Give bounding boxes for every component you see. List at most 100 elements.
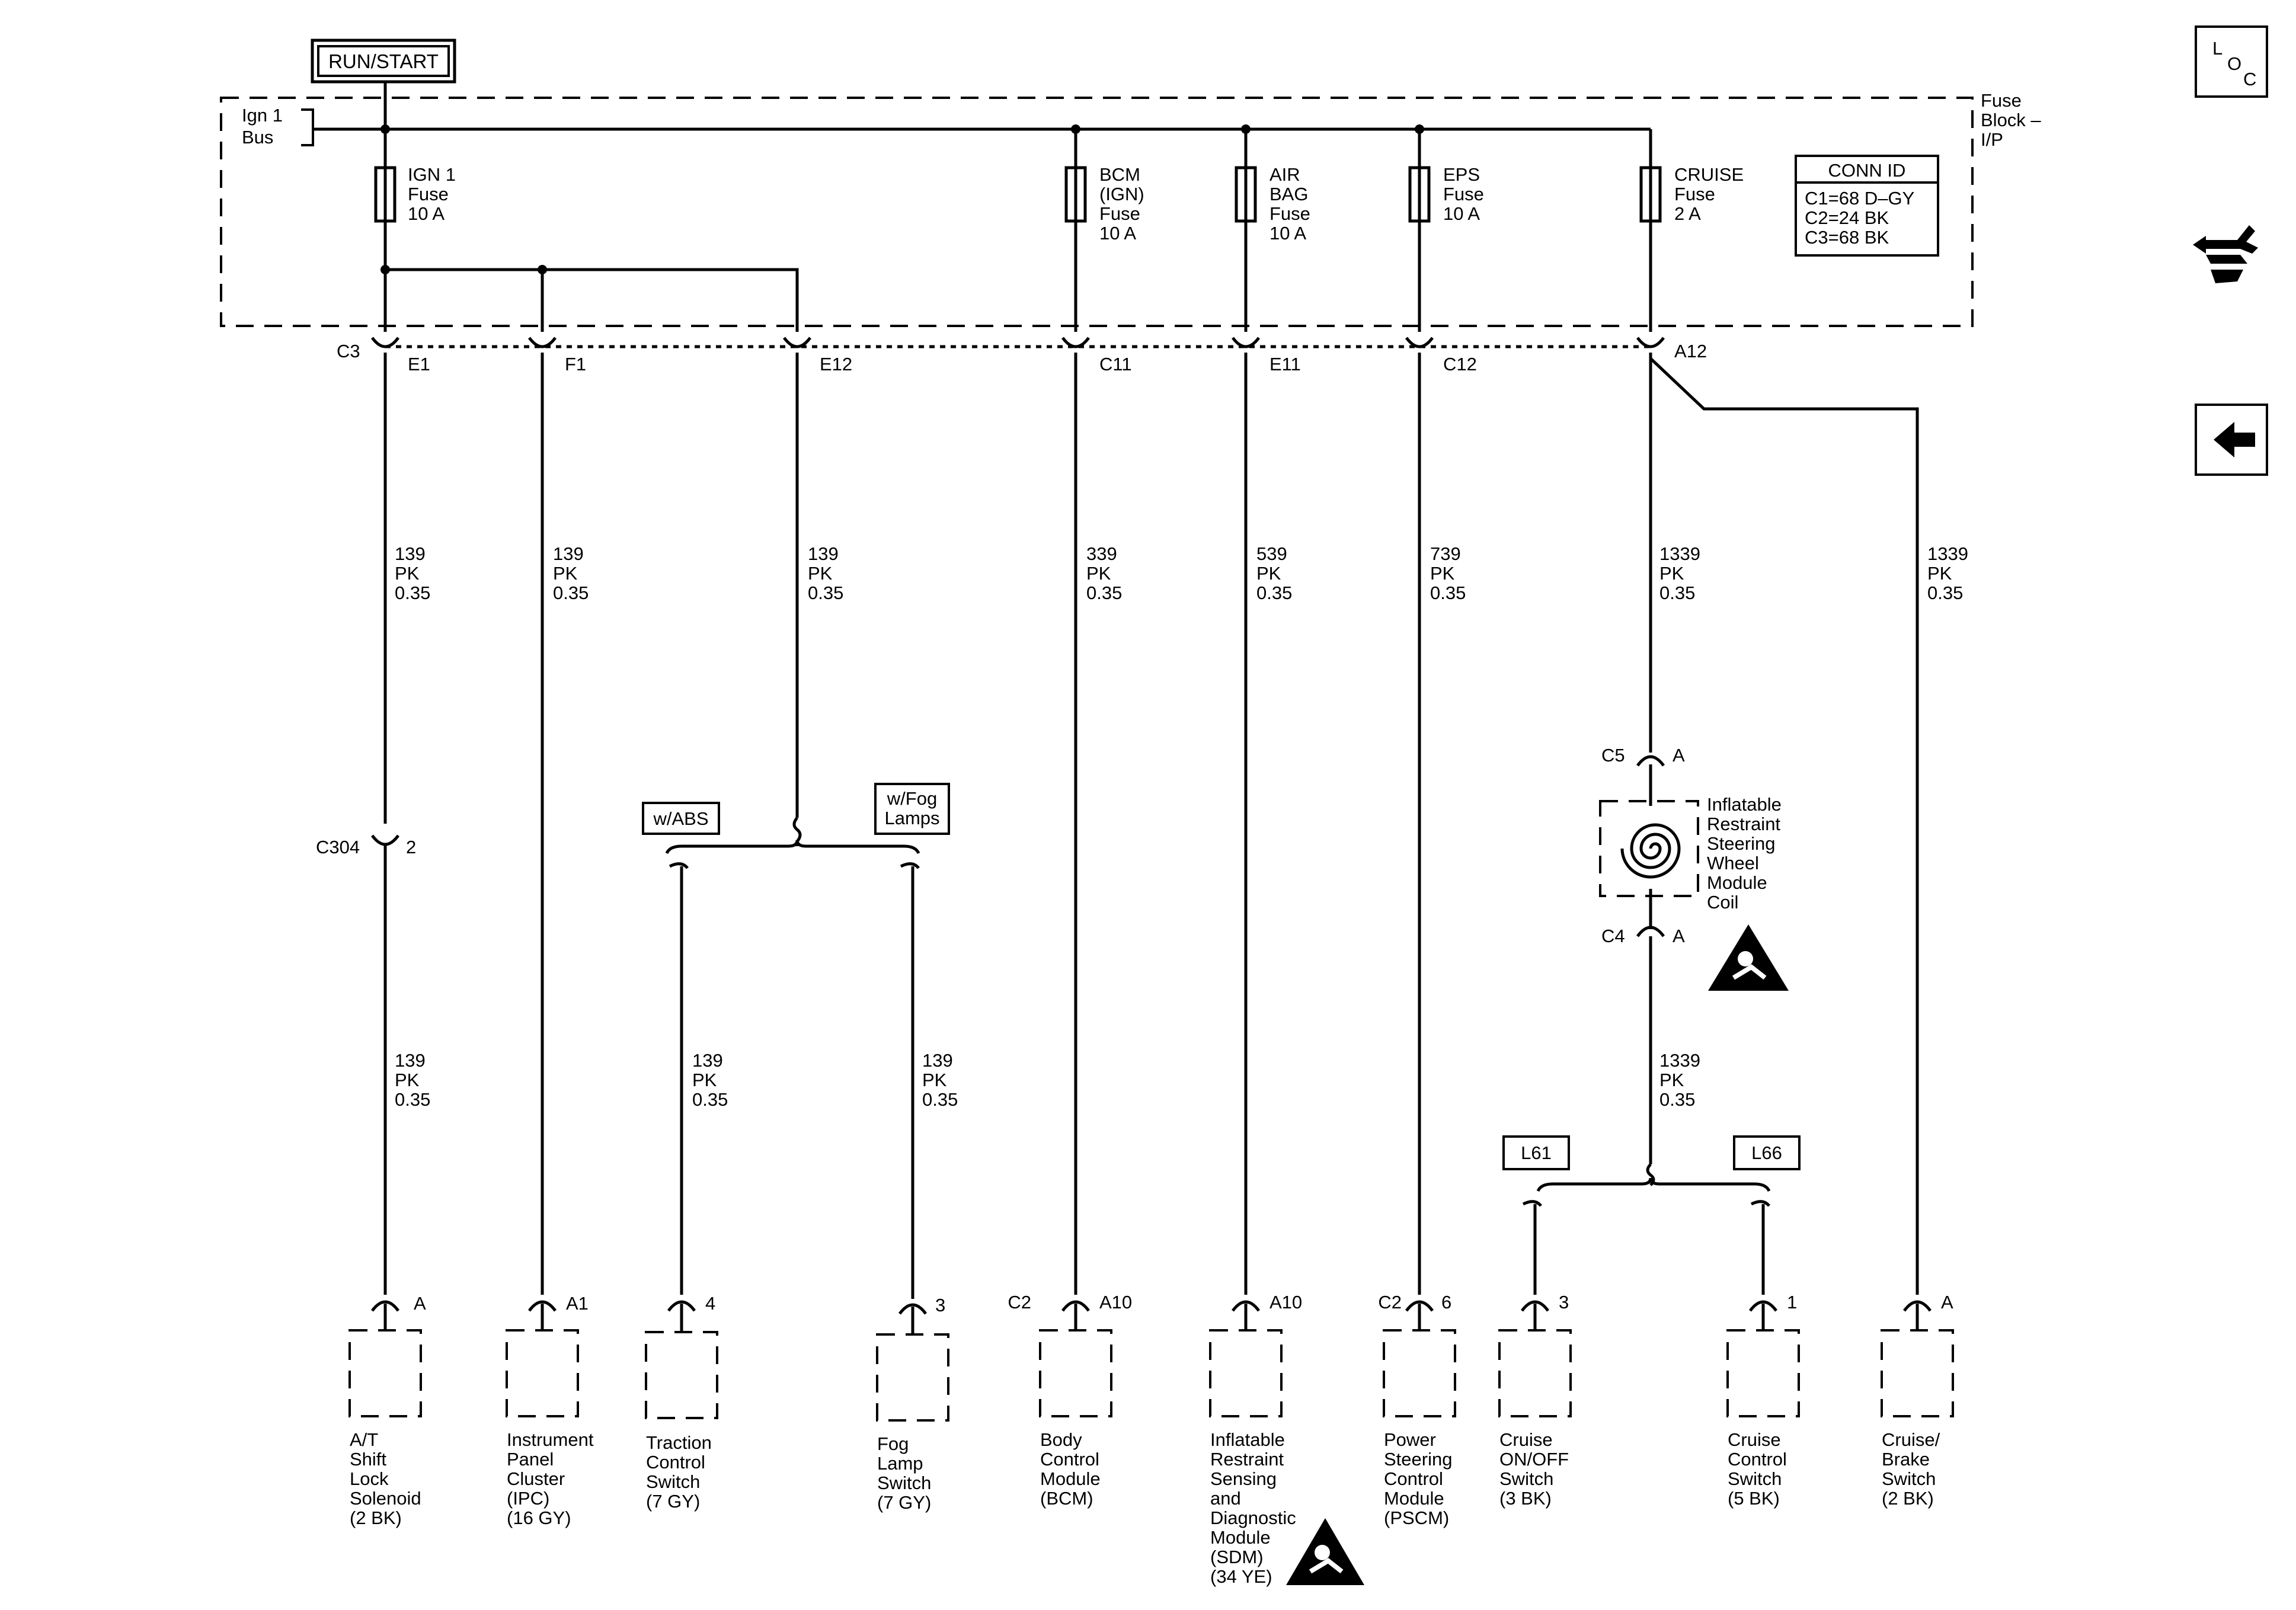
svg-text:10 A: 10 A — [1269, 223, 1306, 244]
component-fog: 3 Fog Lamp Switch (7 GY) — [876, 1295, 949, 1513]
fuse-bcm-label: BCM (IGN) Fuse 10 A — [1099, 164, 1144, 244]
svg-text:RUN/START: RUN/START — [328, 50, 439, 72]
svg-text:10 A: 10 A — [1443, 203, 1480, 224]
svg-text:Lamp: Lamp — [877, 1453, 923, 1474]
svg-text:(IGN): (IGN) — [1099, 184, 1144, 204]
svg-text:E12: E12 — [820, 354, 852, 375]
svg-text:Bus: Bus — [242, 127, 273, 148]
svg-text:and: and — [1210, 1488, 1241, 1509]
svg-text:Coil: Coil — [1707, 892, 1738, 913]
svg-text:A10: A10 — [1099, 1292, 1132, 1313]
svg-text:Panel: Panel — [507, 1449, 554, 1470]
svg-text:PK: PK — [395, 1070, 420, 1090]
svg-text:0.35: 0.35 — [1659, 582, 1695, 603]
svg-text:BCM: BCM — [1099, 164, 1140, 185]
svg-text:Body: Body — [1040, 1429, 1082, 1450]
back-arrow-icon — [2214, 422, 2255, 457]
svg-text:PK: PK — [1659, 1070, 1684, 1090]
svg-text:Module: Module — [1040, 1468, 1101, 1489]
svg-text:1339: 1339 — [1927, 543, 1968, 564]
wire-label-6: 739 PK 0.35 — [1430, 543, 1466, 603]
wire-label-3b: 139 PK 0.35 — [922, 1050, 958, 1110]
svg-text:0.35: 0.35 — [808, 582, 843, 603]
svg-text:PK: PK — [395, 563, 420, 584]
svg-text:PK: PK — [692, 1070, 717, 1090]
svg-text:w/Fog: w/Fog — [887, 788, 937, 809]
svg-text:1: 1 — [1787, 1292, 1797, 1313]
svg-text:Inflatable: Inflatable — [1210, 1429, 1285, 1450]
svg-text:Fuse: Fuse — [1674, 184, 1715, 204]
svg-text:Cluster: Cluster — [507, 1468, 565, 1489]
svg-text:0.35: 0.35 — [1430, 582, 1466, 603]
svg-text:Instrument: Instrument — [507, 1429, 594, 1450]
fuse-airbag — [1235, 166, 1257, 223]
svg-text:Power: Power — [1384, 1429, 1436, 1450]
svg-text:Module: Module — [1384, 1488, 1444, 1509]
svg-text:PK: PK — [553, 563, 578, 584]
back-button[interactable] — [2195, 404, 2268, 476]
conn-id-box: CONN ID C1=68 D–GY C2=24 BK C3=68 BK — [1795, 155, 1939, 257]
fuse-ign1-label: IGN 1 Fuse 10 A — [408, 164, 456, 224]
svg-text:I/P: I/P — [1981, 129, 2003, 150]
svg-text:Wheel: Wheel — [1707, 853, 1759, 873]
svg-text:0.35: 0.35 — [922, 1089, 958, 1110]
svg-text:0.35: 0.35 — [692, 1089, 728, 1110]
svg-text:139: 139 — [692, 1050, 723, 1071]
svg-text:10 A: 10 A — [1099, 223, 1136, 244]
svg-text:139: 139 — [395, 543, 426, 564]
svg-text:PK: PK — [1927, 563, 1952, 584]
svg-text:Fuse: Fuse — [1981, 90, 2022, 111]
connector-view-button[interactable] — [2193, 225, 2258, 283]
svg-text:C5: C5 — [1601, 745, 1625, 766]
svg-text:L66: L66 — [1751, 1142, 1782, 1163]
svg-text:339: 339 — [1086, 543, 1117, 564]
location-button[interactable]: L O C — [2195, 25, 2268, 98]
svg-text:CRUISE: CRUISE — [1674, 164, 1744, 185]
fuse-cruise-label: CRUISE Fuse 2 A — [1674, 164, 1744, 224]
svg-text:(2 BK): (2 BK) — [1882, 1488, 1934, 1509]
c5-connector: C5 A — [1601, 745, 1685, 767]
wire-label-4: 339 PK 0.35 — [1086, 543, 1122, 603]
svg-text:A10: A10 — [1269, 1292, 1302, 1313]
component-sdm: A10 Inflatable Restraint Sensing and Dia… — [1209, 1292, 1302, 1587]
svg-text:139: 139 — [808, 543, 839, 564]
svg-text:AIR: AIR — [1269, 164, 1300, 185]
component-tcs: 4 Traction Control Switch (7 GY) — [645, 1293, 718, 1512]
svg-text:C4: C4 — [1601, 926, 1625, 946]
option-abs-label: w/ABS — [642, 802, 720, 835]
svg-text:Cruise/: Cruise/ — [1882, 1429, 1940, 1450]
component-cbs: A Cruise/ Brake Switch (2 BK) — [1881, 1292, 1954, 1509]
svg-text:Cruise: Cruise — [1499, 1429, 1553, 1450]
svg-text:A: A — [1673, 926, 1685, 946]
svg-text:Ign 1: Ign 1 — [242, 105, 283, 126]
svg-text:Switch: Switch — [877, 1473, 931, 1493]
svg-text:Fog: Fog — [877, 1433, 909, 1454]
svg-text:0.35: 0.35 — [1659, 1089, 1695, 1110]
wire-label-2: 139 PK 0.35 — [553, 543, 589, 603]
wire-label-7b: 1339 PK 0.35 — [1659, 1050, 1700, 1110]
svg-text:BAG: BAG — [1269, 184, 1308, 204]
svg-text:Fuse: Fuse — [1099, 203, 1140, 224]
fuse-ign1 — [374, 166, 396, 223]
svg-text:PK: PK — [1659, 563, 1684, 584]
svg-text:IGN 1: IGN 1 — [408, 164, 456, 185]
svg-text:3: 3 — [935, 1295, 945, 1315]
svg-text:A: A — [414, 1293, 426, 1314]
svg-text:Steering: Steering — [1384, 1449, 1452, 1470]
c4-connector: C4 A — [1601, 926, 1685, 946]
svg-text:Cruise: Cruise — [1728, 1429, 1781, 1450]
svg-text:Inflatable: Inflatable — [1707, 794, 1782, 815]
svg-text:L61: L61 — [1521, 1142, 1552, 1163]
wire-label-1b: 139 PK 0.35 — [395, 1050, 430, 1110]
svg-text:PK: PK — [808, 563, 833, 584]
svg-text:F1: F1 — [565, 354, 586, 375]
svg-text:Diagnostic: Diagnostic — [1210, 1507, 1296, 1528]
svg-text:Switch: Switch — [1499, 1468, 1553, 1489]
svg-text:A1: A1 — [566, 1293, 589, 1314]
airbag-warning-icon — [1708, 924, 1789, 991]
svg-text:139: 139 — [553, 543, 584, 564]
c3-connector-name: C3 — [337, 341, 360, 361]
svg-text:0.35: 0.35 — [1256, 582, 1292, 603]
svg-text:Module: Module — [1210, 1527, 1271, 1548]
svg-text:1339: 1339 — [1659, 1050, 1700, 1071]
